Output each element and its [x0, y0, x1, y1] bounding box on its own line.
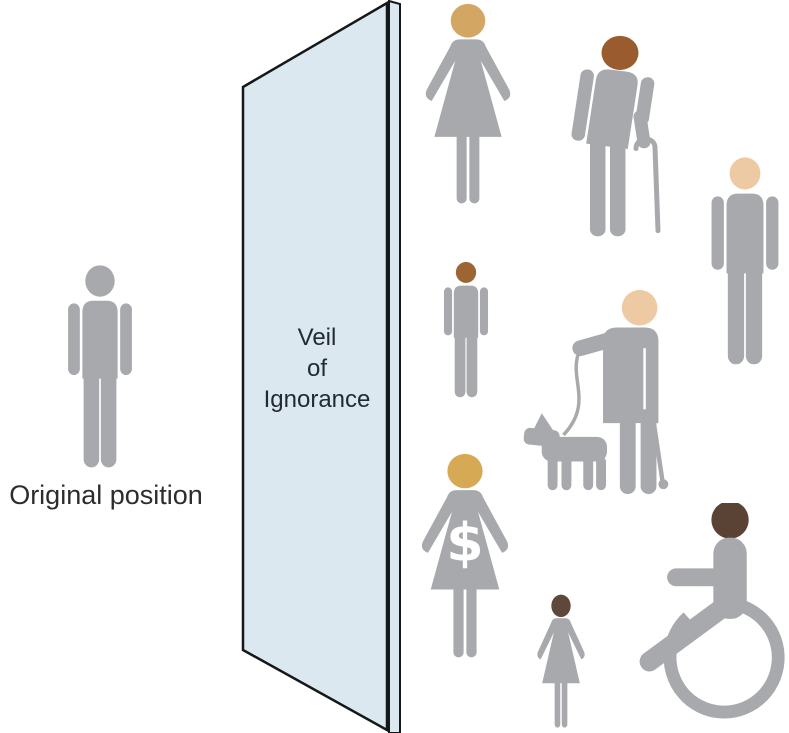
veil-label-line2: of — [306, 355, 327, 382]
person-in-wheelchair-icon — [618, 503, 789, 721]
girl-icon — [533, 594, 589, 730]
veil-panel-face — [241, 0, 389, 733]
woman-icon — [418, 3, 518, 207]
original-position-label: Original position — [9, 480, 203, 510]
guide-dog-icon — [523, 413, 607, 491]
veil-panel-side — [388, 0, 401, 733]
short-man-icon — [437, 261, 495, 399]
blind-person-with-guide-dog-icon — [518, 289, 696, 501]
veil-label-line1: Veil — [297, 324, 337, 351]
veil-panel — [241, 0, 401, 733]
elderly-man-with-cane-icon — [552, 28, 670, 240]
veil-label-line3: Ignorance — [263, 386, 371, 413]
veil-label: Veil of Ignorance — [246, 322, 388, 415]
original-position-person-icon — [58, 264, 142, 470]
wealthy-woman-dollar-icon: $ — [414, 453, 516, 661]
man-icon — [701, 156, 789, 367]
dollar-sign: $ — [446, 512, 483, 573]
